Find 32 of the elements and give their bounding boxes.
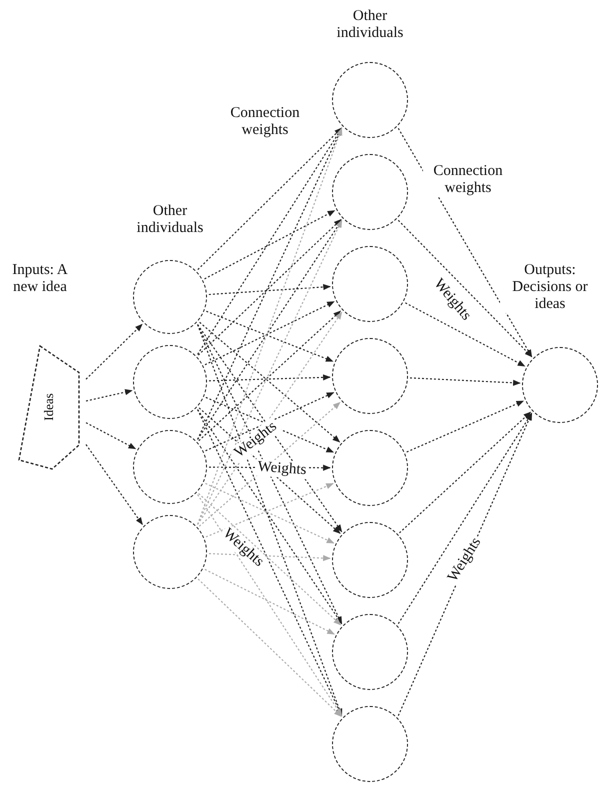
arrow <box>198 578 342 717</box>
arrow <box>197 409 342 624</box>
arrow <box>398 412 532 624</box>
arrow <box>204 301 335 366</box>
arrow <box>197 128 342 270</box>
arrow <box>86 422 136 450</box>
arrow <box>197 128 342 355</box>
arrow <box>86 324 143 380</box>
arrow <box>197 220 342 440</box>
arrow <box>197 128 342 525</box>
arrow <box>208 553 331 562</box>
arrow <box>206 310 334 362</box>
arrow <box>410 377 521 386</box>
arrow <box>197 324 342 624</box>
arrow <box>204 210 336 280</box>
arrow <box>197 220 342 525</box>
arrow <box>406 400 524 452</box>
arrow <box>398 220 532 358</box>
arrow <box>208 374 331 382</box>
arrow <box>197 409 342 716</box>
arrow <box>398 128 532 358</box>
arrow <box>399 412 532 534</box>
arrow <box>405 302 526 367</box>
arrow <box>208 284 331 296</box>
arrow <box>197 128 342 440</box>
arrow <box>86 444 143 526</box>
weights-label: Weights <box>255 458 309 480</box>
arrow <box>204 568 335 635</box>
arrow <box>197 494 342 716</box>
arrow <box>86 389 133 402</box>
arrow <box>198 493 342 626</box>
arrow <box>198 218 342 356</box>
